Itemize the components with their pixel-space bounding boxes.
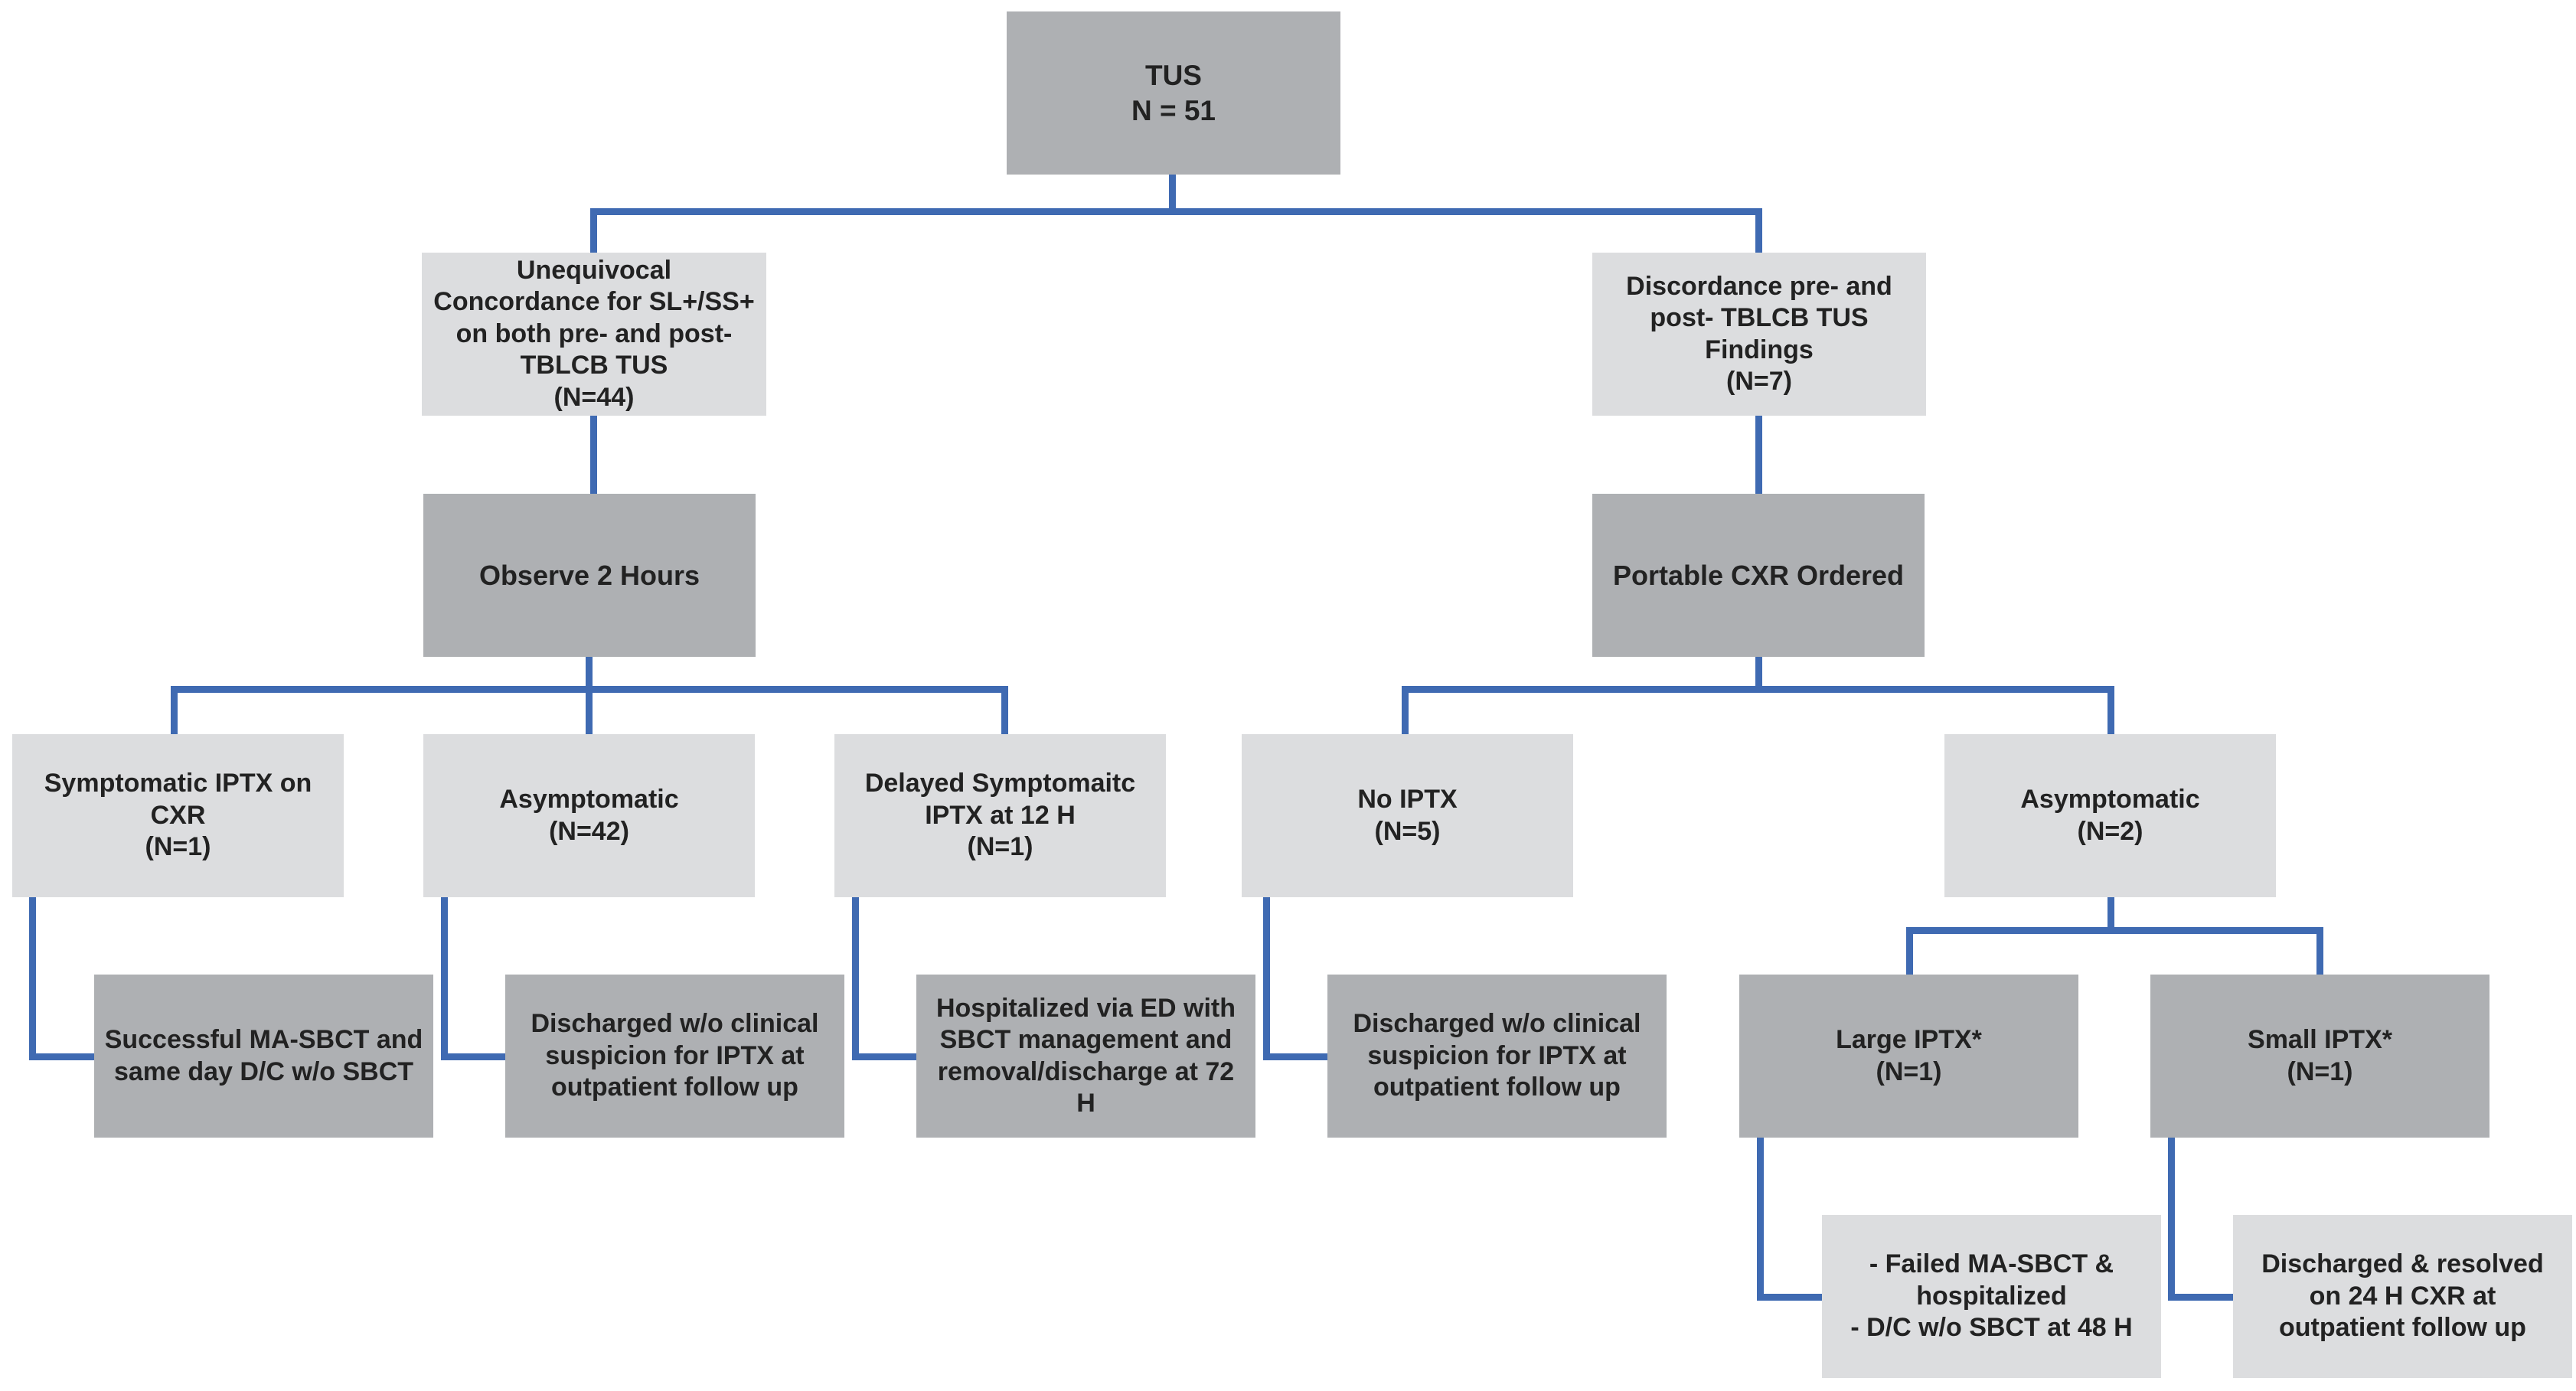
node-label-failed-masbct: - Failed MA-SBCT & hospitalized - D/C w/… [1850, 1249, 2133, 1343]
connector-tus-to-concordance [589, 211, 597, 253]
connector-concordance-to-observe [589, 416, 597, 494]
node-label-concordance: Unequivocal Concordance for SL+/SS+ on b… [433, 255, 755, 412]
node-label-tus: TUS N = 51 [1131, 60, 1216, 126]
node-tus[interactable]: TUS N = 51 [1007, 11, 1340, 175]
connector-delayed-elbow-h [851, 1053, 920, 1060]
node-portable-cxr[interactable]: Portable CXR Ordered [1592, 494, 1925, 657]
connector-asymptomatic2-stem [2107, 897, 2114, 930]
connector-large-elbow-h [1756, 1293, 1826, 1301]
node-failed-masbct[interactable]: - Failed MA-SBCT & hospitalized - D/C w/… [1822, 1215, 2161, 1378]
node-small-iptx[interactable]: Small IPTX* (N=1) [2150, 975, 2489, 1138]
node-symptomatic-iptx[interactable]: Symptomatic IPTX on CXR (N=1) [12, 734, 344, 897]
node-label-no-iptx: No IPTX (N=5) [1357, 785, 1458, 846]
node-label-hospitalized-ed: Hospitalized via ED with SBCT management… [935, 993, 1236, 1118]
connector-noiptx-elbow-v [1262, 897, 1270, 1056]
node-successful-masbct[interactable]: Successful MA-SBCT and same day D/C w/o … [94, 975, 433, 1138]
connector-cxr-split-bar [1401, 685, 2114, 693]
node-label-symptomatic-iptx: Symptomatic IPTX on CXR (N=1) [44, 769, 312, 862]
node-label-discharged-5: Discharged w/o clinical suspicion for IP… [1353, 1009, 1641, 1102]
connector-tus-split-bar [589, 207, 1762, 215]
connector-observe-to-delayed [1001, 689, 1008, 734]
node-concordance[interactable]: Unequivocal Concordance for SL+/SS+ on b… [422, 253, 766, 416]
node-observe[interactable]: Observe 2 Hours [423, 494, 756, 657]
connector-tus-stem [1168, 175, 1176, 211]
node-label-small-iptx: Small IPTX* (N=1) [2248, 1025, 2392, 1086]
node-label-portable-cxr: Portable CXR Ordered [1612, 559, 1905, 591]
node-label-discharged-24h: Discharged & resolved on 24 H CXR at out… [2261, 1249, 2544, 1343]
node-label-asymptomatic-42: Asymptomatic (N=42) [499, 785, 679, 846]
node-discharged-24h[interactable]: Discharged & resolved on 24 H CXR at out… [2233, 1215, 2572, 1378]
node-discharged-42[interactable]: Discharged w/o clinical suspicion for IP… [505, 975, 844, 1138]
node-no-iptx[interactable]: No IPTX (N=5) [1242, 734, 1573, 897]
connector-cxr-to-noiptx [1401, 689, 1409, 734]
connector-small-elbow-h [2167, 1293, 2237, 1301]
node-delayed-iptx[interactable]: Delayed Symptomaitc IPTX at 12 H (N=1) [834, 734, 1166, 897]
connector-asymptomatic42-elbow-h [440, 1053, 509, 1060]
connector-discordance-to-cxr [1755, 416, 1762, 494]
connector-asymptomatic2-bar [1905, 926, 2323, 934]
node-label-successful-masbct: Successful MA-SBCT and same day D/C w/o … [104, 1025, 423, 1086]
node-asymptomatic-42[interactable]: Asymptomatic (N=42) [423, 734, 755, 897]
connector-observe-to-symptomatic [170, 689, 178, 734]
connector-asym2-to-small [2316, 930, 2323, 975]
connector-observe-stem [585, 657, 593, 689]
node-label-discordance: Discordance pre- and post- TBLCB TUS Fin… [1626, 271, 1892, 396]
connector-tus-to-discordance [1755, 211, 1762, 253]
node-label-discharged-42: Discharged w/o clinical suspicion for IP… [531, 1009, 819, 1102]
connector-noiptx-elbow-h [1262, 1053, 1331, 1060]
node-label-delayed-iptx: Delayed Symptomaitc IPTX at 12 H (N=1) [864, 769, 1136, 862]
node-label-large-iptx: Large IPTX* (N=1) [1836, 1025, 1982, 1086]
node-label-asymptomatic-2: Asymptomatic (N=2) [2020, 785, 2200, 846]
connector-cxr-to-asymptomatic2 [2107, 689, 2114, 734]
node-hospitalized-ed[interactable]: Hospitalized via ED with SBCT management… [916, 975, 1255, 1138]
connector-large-elbow-v [1756, 1138, 1764, 1297]
node-large-iptx[interactable]: Large IPTX* (N=1) [1739, 975, 2078, 1138]
node-discharged-5[interactable]: Discharged w/o clinical suspicion for IP… [1327, 975, 1667, 1138]
node-asymptomatic-2[interactable]: Asymptomatic (N=2) [1944, 734, 2276, 897]
connector-asymptomatic42-elbow-v [440, 897, 448, 1056]
node-discordance[interactable]: Discordance pre- and post- TBLCB TUS Fin… [1592, 253, 1926, 416]
connector-observe-to-asymptomatic [585, 689, 593, 734]
connector-cxr-stem [1755, 657, 1762, 689]
connector-symptomatic-elbow-v [28, 897, 36, 1056]
connector-small-elbow-v [2167, 1138, 2175, 1297]
connector-asym2-to-large [1905, 930, 1913, 975]
connector-symptomatic-elbow-h [28, 1053, 98, 1060]
connector-delayed-elbow-v [851, 897, 859, 1056]
node-label-observe: Observe 2 Hours [478, 559, 700, 591]
